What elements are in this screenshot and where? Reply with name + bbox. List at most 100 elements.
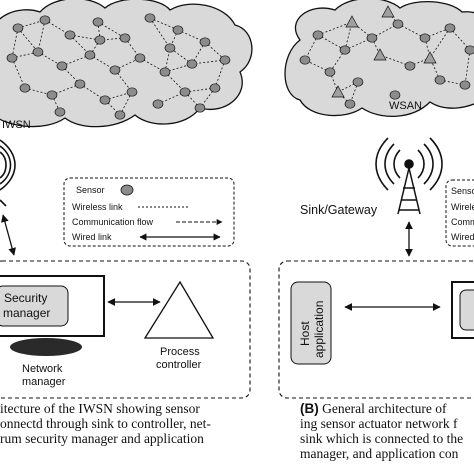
process-controller-label-1: Process bbox=[160, 346, 200, 358]
left-control-area bbox=[0, 260, 251, 399]
wireless-link bbox=[11, 27, 19, 59]
sensor-node bbox=[209, 83, 221, 93]
wireless-link bbox=[97, 21, 101, 41]
sensor-node bbox=[152, 99, 164, 109]
legend-comm-label: Communication flow bbox=[72, 217, 154, 227]
sensor-node bbox=[179, 87, 191, 97]
sensor-node bbox=[219, 55, 231, 65]
left-caption-line-1: itecture of the IWSN showing sensor bbox=[0, 401, 200, 416]
sensor-node bbox=[194, 103, 206, 113]
actuator-node bbox=[373, 48, 387, 61]
sensor-node bbox=[389, 90, 401, 100]
left-caption-line-3: rum security manager and application bbox=[0, 431, 204, 446]
right-legend: Senso Wirele Commu Wired bbox=[445, 179, 474, 247]
sensor-node bbox=[6, 53, 18, 63]
wireless-link bbox=[97, 21, 126, 39]
legend-sensor-label: Sensor bbox=[76, 185, 105, 195]
wireless-link bbox=[89, 39, 101, 56]
sensor-node bbox=[434, 75, 446, 85]
wireless-link bbox=[17, 27, 39, 53]
right-legend-3: Commu bbox=[451, 217, 474, 227]
security-manager-label-1: Security bbox=[4, 291, 47, 305]
iwsn-network bbox=[6, 13, 231, 120]
actuator-node bbox=[331, 85, 345, 98]
sensor-node bbox=[419, 33, 431, 43]
left-caption-line-2: onnectd through sink to controller, net- bbox=[0, 416, 211, 431]
left-sink-wired-link bbox=[1, 214, 16, 256]
right-caption-line-3: sink which is connected to the bbox=[300, 431, 464, 446]
process-controller-label-2: controller bbox=[156, 359, 202, 371]
sensor-node bbox=[404, 61, 416, 71]
sensor-node bbox=[126, 87, 138, 97]
sensor-node bbox=[12, 23, 24, 33]
right-caption: (B) General architecture of ing sensor a… bbox=[300, 401, 474, 461]
sensor-node bbox=[444, 23, 456, 33]
right-legend-1: Senso bbox=[451, 186, 474, 196]
wireless-link bbox=[214, 59, 226, 89]
wireless-link bbox=[11, 57, 26, 89]
sensor-node bbox=[159, 67, 171, 77]
wireless-link bbox=[51, 94, 61, 113]
sensor-node bbox=[144, 13, 156, 23]
wireless-link bbox=[371, 37, 381, 56]
sensor-node bbox=[64, 30, 76, 40]
wsan-label: WSAN bbox=[389, 100, 422, 112]
sensor-node bbox=[464, 45, 474, 55]
sensor-node bbox=[46, 90, 58, 100]
right-legend-4: Wired bbox=[451, 232, 474, 242]
actuator-node bbox=[381, 5, 395, 18]
left-legend: Sensor Wireless link Communication flow … bbox=[63, 177, 235, 247]
sensor-node bbox=[186, 59, 198, 69]
wsan-network bbox=[299, 5, 474, 109]
security-manager-label-2: manager bbox=[3, 306, 50, 320]
iwsn-label: IWSN bbox=[2, 119, 31, 131]
right-control-area bbox=[278, 260, 474, 399]
sensor-node bbox=[54, 107, 66, 117]
left-caption: itecture of the IWSN showing sensor onne… bbox=[0, 401, 237, 446]
sensor-node bbox=[312, 30, 324, 40]
sensor-node bbox=[84, 50, 96, 60]
left-sink-antenna-icon bbox=[0, 139, 16, 207]
actuator-node bbox=[345, 15, 359, 28]
sensor-node bbox=[366, 33, 378, 43]
legend-wireless-label: Wireless link bbox=[72, 202, 123, 212]
security-manager-box bbox=[0, 285, 69, 327]
sensor-node bbox=[92, 17, 104, 27]
wireless-link bbox=[379, 54, 411, 67]
sensor-node bbox=[199, 37, 211, 47]
iwsn-cloud bbox=[0, 0, 253, 128]
host-application-box bbox=[290, 281, 332, 365]
right-caption-line-1: (B) General architecture of bbox=[300, 401, 474, 416]
sensor-node bbox=[344, 99, 356, 109]
sensor-node bbox=[32, 47, 44, 57]
sensor-node bbox=[392, 19, 404, 29]
sensor-node bbox=[164, 43, 176, 53]
wireless-link bbox=[191, 59, 226, 65]
wireless-link bbox=[317, 34, 346, 51]
right-legend-2: Wirele bbox=[451, 202, 474, 212]
actuator-node bbox=[423, 51, 437, 64]
sensor-node bbox=[459, 80, 471, 90]
right-caption-text-1: General architecture of bbox=[322, 401, 447, 416]
right-caption-line-4: manager, and application con bbox=[300, 446, 459, 461]
monitor-base bbox=[10, 338, 82, 356]
sensor-node bbox=[109, 65, 121, 75]
sensor-node bbox=[94, 35, 106, 45]
right-caption-line-2: ing sensor actuator network f bbox=[300, 416, 458, 431]
wireless-link bbox=[464, 49, 471, 86]
sensor-node bbox=[99, 95, 111, 105]
sensor-node bbox=[39, 15, 51, 25]
sensor-node bbox=[114, 110, 126, 120]
caption-b-label: (B) bbox=[300, 401, 319, 416]
network-manager-label-2: manager bbox=[22, 376, 66, 388]
legend-sensor-icon bbox=[120, 184, 134, 196]
sensor-node bbox=[134, 53, 146, 63]
wireless-link bbox=[337, 91, 351, 105]
host-application-label-2: application bbox=[312, 301, 326, 358]
sensor-node bbox=[339, 45, 351, 55]
process-controller-icon bbox=[143, 280, 215, 339]
sensor-node bbox=[352, 77, 364, 87]
sensor-node bbox=[299, 55, 311, 65]
network-manager-label-1: Network bbox=[22, 363, 63, 375]
